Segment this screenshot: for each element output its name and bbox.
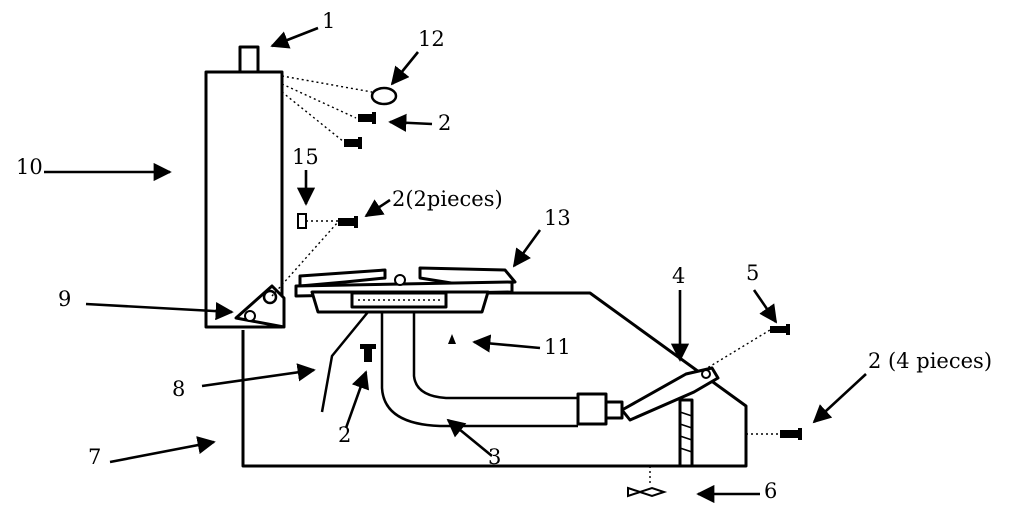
hinge-hole-upper <box>262 289 278 305</box>
callout-3: 3 <box>488 445 501 469</box>
side-panel-edge <box>320 311 369 413</box>
cap-12 <box>370 86 398 106</box>
screw-2-bottom <box>360 344 376 362</box>
gas-tube-inner <box>412 312 578 400</box>
callout-13: 13 <box>544 206 571 230</box>
callout-9: 9 <box>58 287 71 311</box>
top-pin <box>238 45 260 74</box>
callout-4: 4 <box>672 264 685 288</box>
callout-2-top: 2 <box>438 111 451 135</box>
callout-12: 12 <box>418 27 445 51</box>
control-lever <box>620 366 720 422</box>
screw-2-four <box>780 428 802 440</box>
valve-fitting <box>604 400 624 420</box>
screw-2-top-a <box>358 112 376 124</box>
nut-11 <box>448 334 456 344</box>
callout-8: 8 <box>172 377 185 401</box>
callout-5: 5 <box>746 261 759 285</box>
gas-tube <box>380 312 578 428</box>
screw-2-top-b <box>344 137 362 149</box>
callout-2-four-pieces: 2 (4 pieces) <box>868 349 992 373</box>
igniter-stem <box>678 398 694 468</box>
valve-body <box>576 392 608 426</box>
wingnut-6 <box>627 486 668 498</box>
screw-5 <box>770 324 790 335</box>
callout-10: 10 <box>16 155 43 179</box>
callout-2-two-pieces: 2(2pieces) <box>392 187 503 211</box>
callout-2-bottom: 2 <box>338 423 351 447</box>
callout-15: 15 <box>292 145 319 169</box>
screw-2-two <box>338 216 358 228</box>
hinge-hole-lower <box>244 310 256 322</box>
callout-7: 7 <box>88 445 101 469</box>
base-housing <box>241 291 748 468</box>
callout-11: 11 <box>544 335 571 359</box>
vertical-tube <box>204 70 284 329</box>
callout-1: 1 <box>322 9 335 33</box>
nut-15 <box>297 213 307 229</box>
callout-6: 6 <box>764 479 777 503</box>
